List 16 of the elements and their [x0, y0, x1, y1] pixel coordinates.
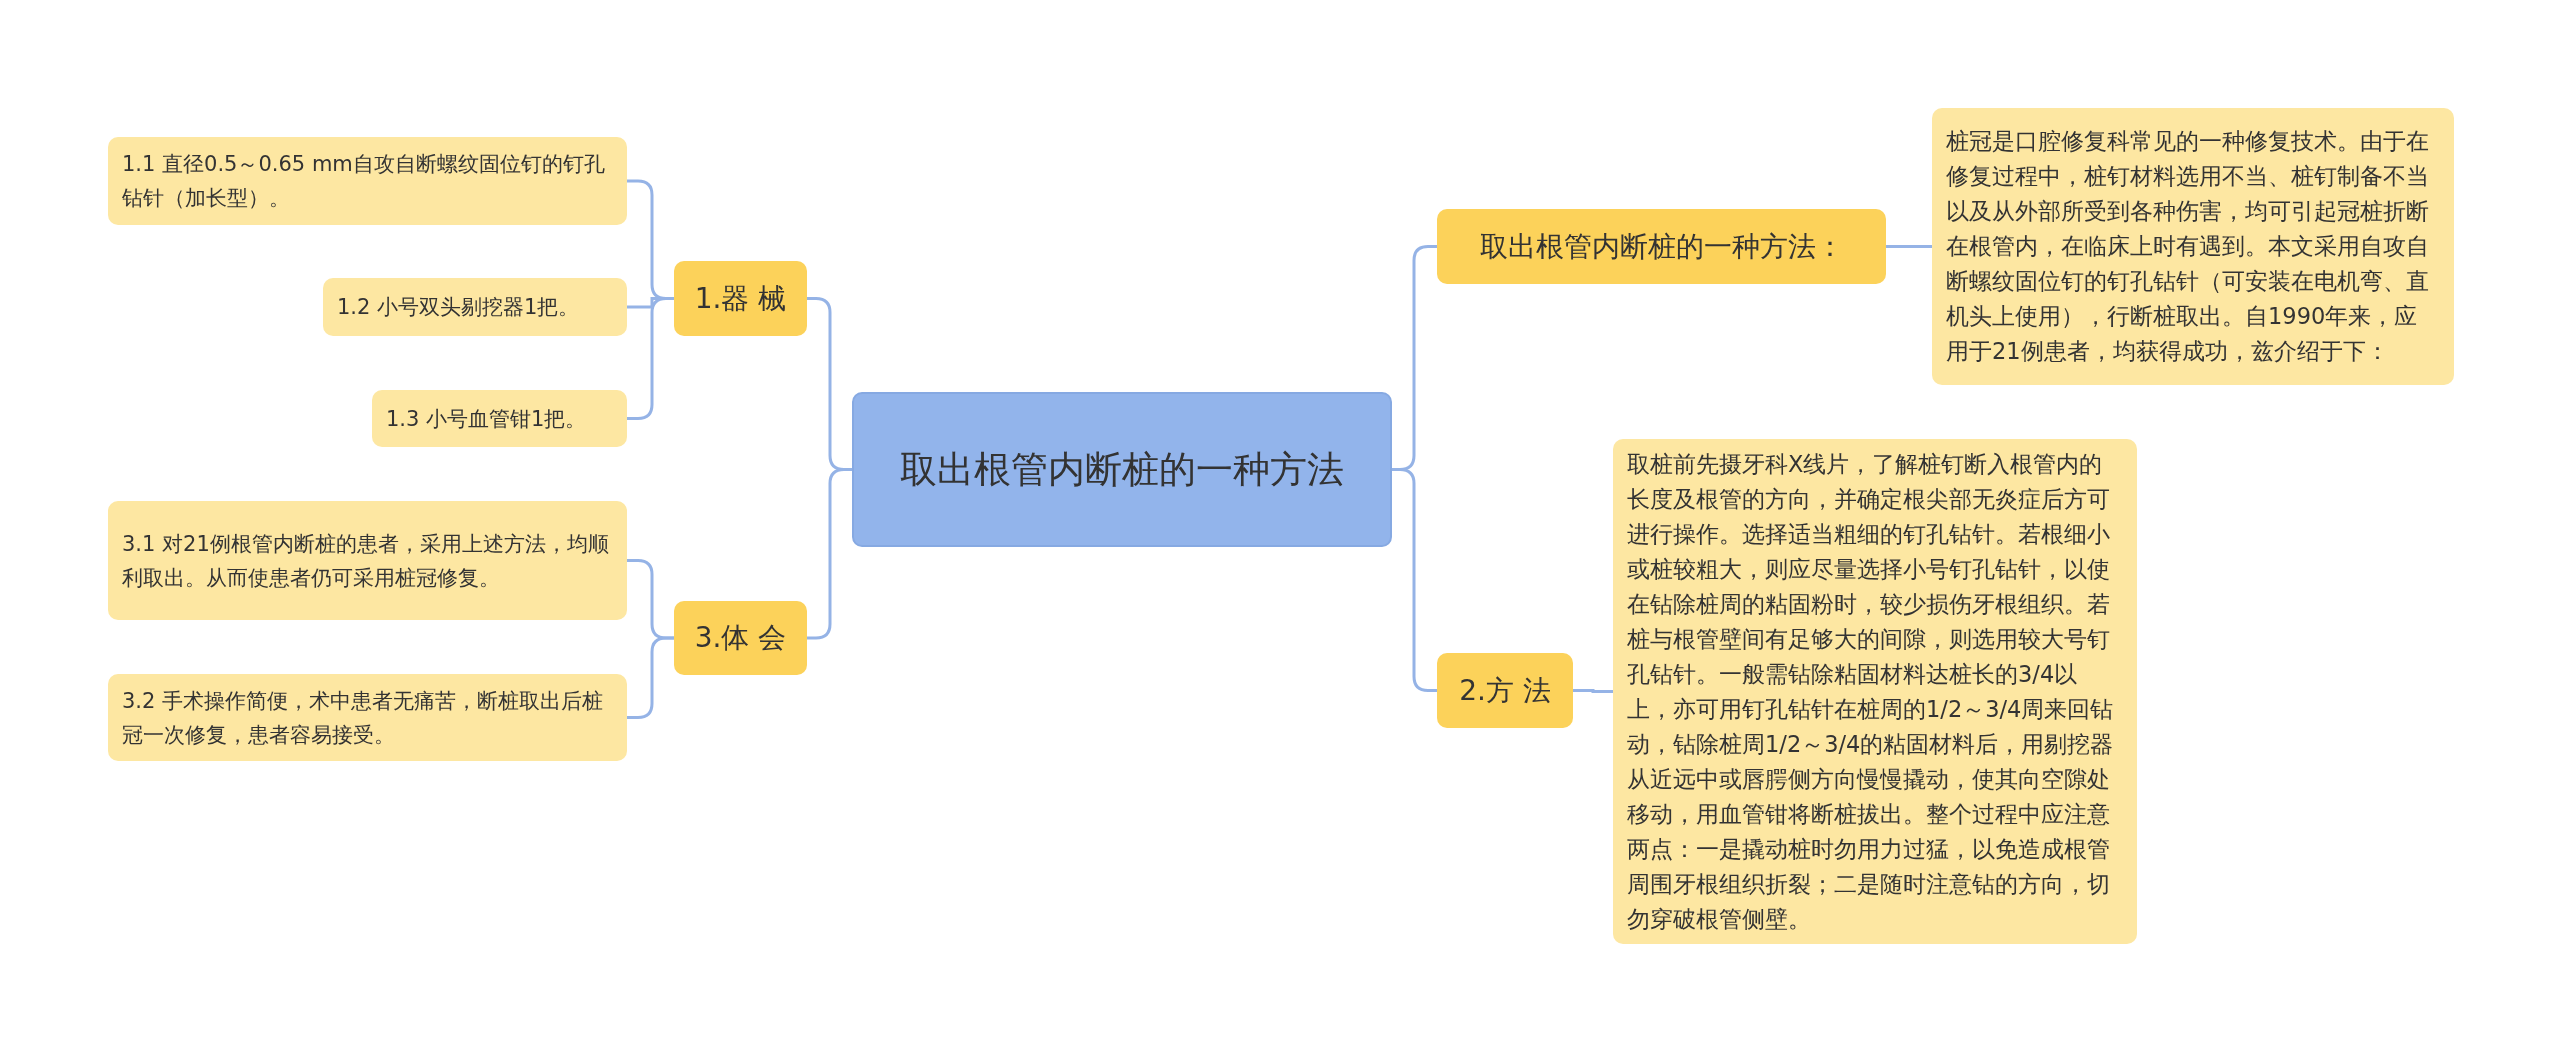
topic-box: 2.方 法 [1437, 653, 1573, 728]
connector [807, 468, 852, 640]
note-box: 1.2 小号双头剔挖器1把。 [323, 278, 627, 336]
note-box: 3.1 对21例根管内断桩的患者，采用上述方法，均顺利取出。从而使患者仍可采用桩冠修复。 [108, 501, 627, 620]
central-topic-box: 取出根管内断桩的一种方法 [852, 392, 1392, 547]
note-box: 1.3 小号血管钳1把。 [372, 390, 627, 447]
note-box: 3.2 手术操作简便，术中患者无痛苦，断桩取出后桩冠一次修复，患者容易接受。 [108, 674, 627, 761]
connector [1392, 468, 1437, 692]
topic-box: 取出根管内断桩的一种方法： [1437, 209, 1886, 284]
topic-box: 3.体 会 [674, 601, 807, 675]
note-box: 桩冠是口腔修复科常见的一种修复技术。由于在修复过程中，桩钉材料选用不当、桩钉制备不当以及从外部所受到各种伤害，均可引起冠桩折断在根管内，在临床上时有遇到。本文采用自攻自断螺纹固位钉的钉孔钻针（可安装在电机弯、直机头上使用），行断桩取出。自1990年来，应用于21例患者，均获得成功，兹介绍于下： [1932, 108, 2454, 385]
connector [1573, 689, 1613, 693]
connector [1886, 245, 1932, 248]
topic-box: 1.器 械 [674, 261, 807, 336]
note-box: 1.1 直径0.5～0.65 mm自攻自断螺纹固位钉的钉孔钻针（加长型）。 [108, 137, 627, 225]
note-box: 取桩前先摄牙科X线片，了解桩钉断入根管内的长度及根管的方向，并确定根尖部无炎症后方可进行操作。选择适当粗细的钉孔钻针。若根细小或桩较粗大，则应尽量选择小号钉孔钻针，以使在钻除桩周的粘固粉时，较少损伤牙根组织。若桩与根管壁间有足够大的间隙，则选用较大号钉孔钻针。一般需钻除粘固材料达桩长的3/4以上，亦可用钉孔钻针在桩周的1/2～3/4周来回钻动，钻除桩周1/2～3/4的粘固材料后，用剔挖器从近远中或唇腭侧方向慢慢撬动，使其向空隙处移动，用血管钳将断桩拔出。整个过程中应注意两点：一是撬动桩时勿用力过猛，以免造成根管周围牙根组织折裂；二是随时注意钻的方向，切勿穿破根管侧壁。 [1613, 439, 2137, 944]
